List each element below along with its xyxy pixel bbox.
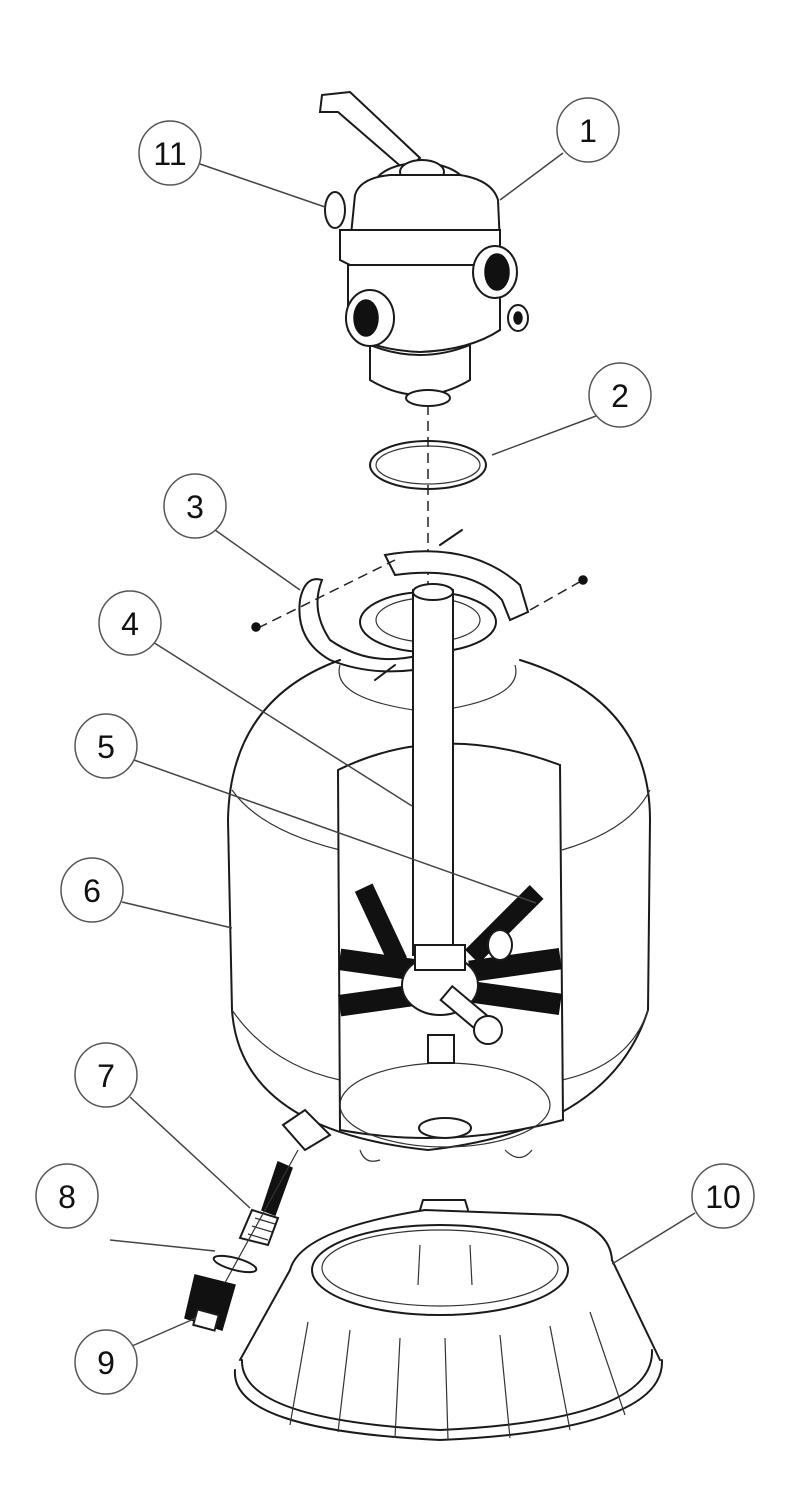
leader-lines bbox=[109, 152, 696, 1347]
base-stand bbox=[233, 1199, 664, 1441]
drain-o-ring bbox=[212, 1254, 258, 1274]
svg-text:3: 3 bbox=[186, 489, 204, 525]
svg-text:11: 11 bbox=[153, 136, 186, 172]
multiport-valve bbox=[318, 90, 529, 407]
tank-clamp bbox=[251, 529, 588, 681]
callout-5: 5 bbox=[74, 713, 138, 779]
svg-text:6: 6 bbox=[83, 873, 101, 909]
svg-text:7: 7 bbox=[97, 1058, 115, 1094]
callout-9: 9 bbox=[74, 1329, 138, 1395]
laterals-assembly bbox=[338, 883, 562, 1064]
filter-tank bbox=[227, 583, 651, 1162]
svg-text:4: 4 bbox=[121, 606, 139, 642]
drain-cap bbox=[184, 1274, 236, 1332]
callout-8: 8 bbox=[35, 1163, 99, 1229]
callout-4: 4 bbox=[98, 590, 162, 656]
callout-6: 6 bbox=[60, 857, 124, 923]
svg-text:5: 5 bbox=[97, 729, 115, 765]
callout-11: 11 bbox=[138, 120, 202, 186]
center-pipe bbox=[412, 589, 454, 956]
callout-1: 1 bbox=[556, 97, 620, 163]
callout-3: 3 bbox=[163, 473, 227, 539]
valve-o-ring bbox=[369, 440, 487, 490]
callout-7: 7 bbox=[74, 1042, 138, 1108]
callout-2: 2 bbox=[588, 362, 652, 428]
svg-text:2: 2 bbox=[611, 378, 629, 414]
svg-text:8: 8 bbox=[58, 1179, 76, 1215]
svg-text:10: 10 bbox=[705, 1179, 741, 1215]
svg-text:1: 1 bbox=[579, 113, 597, 149]
svg-text:9: 9 bbox=[97, 1345, 115, 1381]
callout-10: 10 bbox=[691, 1163, 755, 1229]
